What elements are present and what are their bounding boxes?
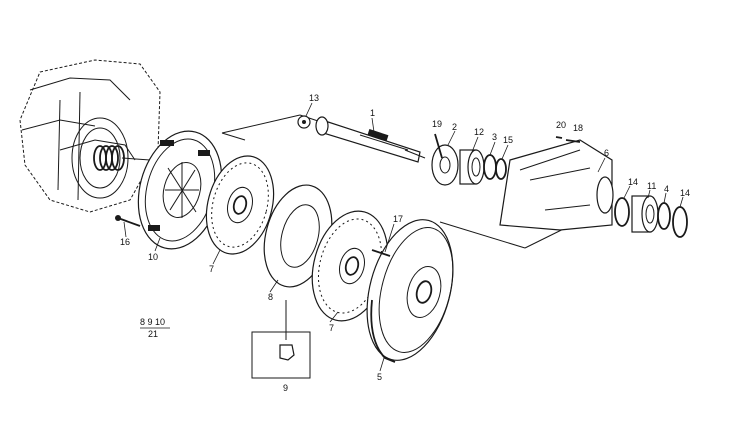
- input-shaft-spline: [93, 145, 151, 171]
- label-7-left: 7: [209, 264, 214, 274]
- ring-4: [657, 202, 671, 230]
- bearing-12: [459, 149, 485, 185]
- label-17: 17: [393, 214, 403, 224]
- label-8: 8: [268, 292, 273, 302]
- label-7-right: 7: [329, 323, 334, 333]
- part-labels: 13 1 19 2 12 3 15 20 18 6 14 11 4 14 17 …: [120, 93, 690, 393]
- label-1: 1: [370, 108, 375, 118]
- clutch-disc-left: [205, 155, 275, 255]
- bearing-11: [631, 195, 659, 233]
- bolt-16: [115, 215, 141, 227]
- ring-14-left: [614, 197, 630, 227]
- seal-2: [431, 144, 459, 186]
- pin-19: [434, 133, 443, 159]
- label-10: 10: [148, 252, 158, 262]
- label-14-left: 14: [628, 177, 638, 187]
- label-16: 16: [120, 237, 130, 247]
- note-top: 8 9 10: [140, 317, 165, 327]
- label-14-right: 14: [680, 188, 690, 198]
- label-13: 13: [309, 93, 319, 103]
- stud-17: [371, 249, 391, 257]
- extension-housing: [499, 139, 614, 231]
- shaft: [315, 116, 426, 163]
- label-5: 5: [377, 372, 382, 382]
- label-6: 6: [604, 148, 609, 158]
- label-9: 9: [283, 383, 288, 393]
- label-3: 3: [492, 132, 497, 142]
- label-15: 15: [503, 135, 513, 145]
- label-20: 20: [556, 120, 566, 130]
- label-19: 19: [432, 119, 442, 129]
- label-11: 11: [647, 181, 656, 191]
- label-4: 4: [664, 184, 669, 194]
- note-group: 8 9 10 21: [140, 317, 170, 339]
- label-12: 12: [474, 127, 484, 137]
- ring-3: [483, 154, 497, 180]
- inset-box: [251, 300, 311, 379]
- ring-14-right: [672, 206, 688, 238]
- leader-lines: [123, 102, 684, 372]
- bolt-20-18: [555, 136, 581, 143]
- ring-15: [495, 158, 507, 180]
- nut-13: [297, 115, 311, 129]
- note-bottom: 21: [148, 329, 158, 339]
- label-2: 2: [452, 122, 457, 132]
- label-18: 18: [573, 123, 583, 133]
